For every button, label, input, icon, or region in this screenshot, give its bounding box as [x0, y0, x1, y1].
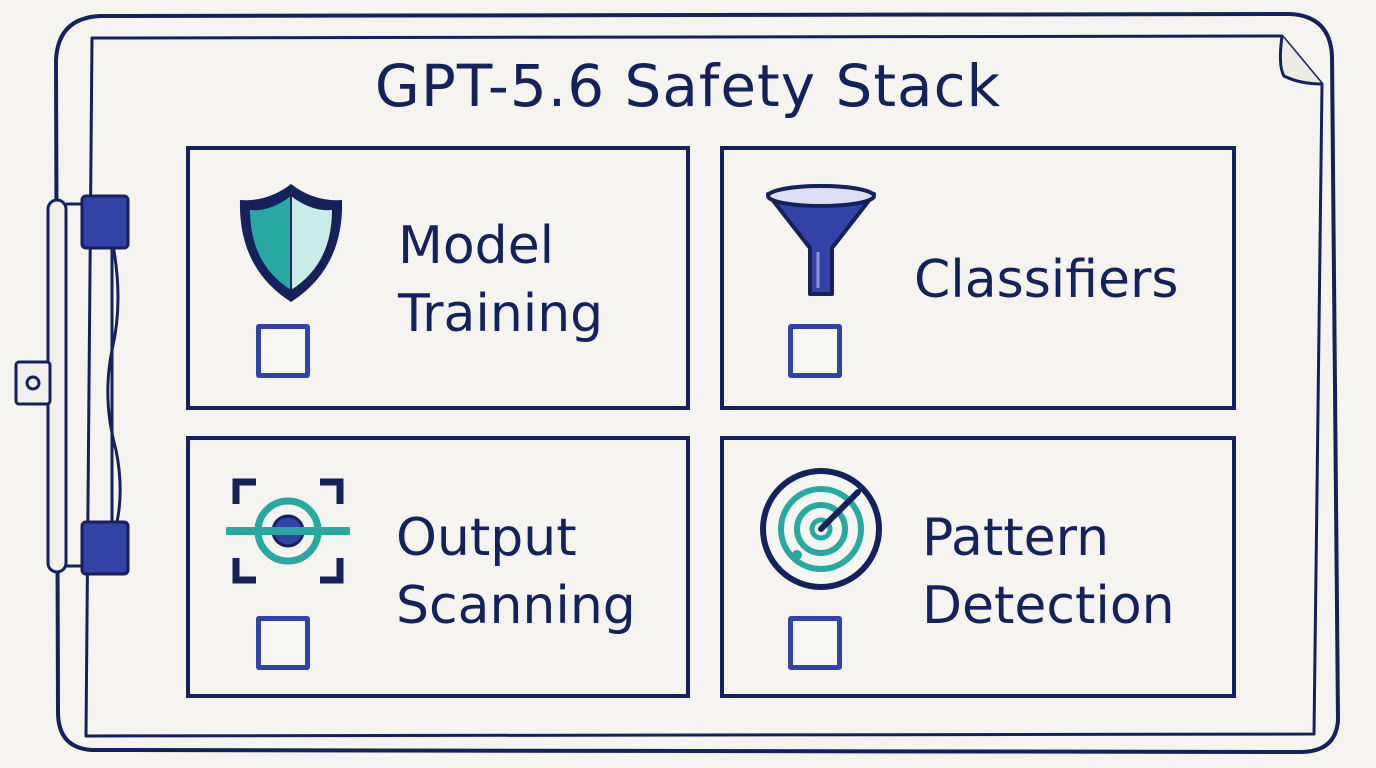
card-label: Model Training: [398, 216, 604, 344]
page-title: GPT-5.6 Safety Stack: [374, 52, 1002, 120]
output-scanning-checkbox[interactable]: [256, 616, 310, 670]
card-classifiers: Classifiers: [720, 146, 1236, 410]
classifiers-checkbox[interactable]: [788, 324, 842, 378]
radar-icon: [758, 466, 884, 597]
card-label: Output Scanning: [396, 508, 636, 636]
shield-icon: [234, 180, 348, 311]
card-label: Pattern Detection: [922, 508, 1175, 636]
pattern-detection-checkbox[interactable]: [788, 616, 842, 670]
card-model-training: Model Training: [186, 146, 690, 410]
clip-icon: [14, 194, 130, 576]
funnel-icon: [762, 182, 880, 305]
card-label: Classifiers: [914, 250, 1179, 310]
scan-icon: [224, 474, 352, 593]
model-training-checkbox[interactable]: [256, 324, 310, 378]
card-pattern-detection: Pattern Detection: [720, 436, 1236, 698]
card-output-scanning: Output Scanning: [186, 436, 690, 698]
